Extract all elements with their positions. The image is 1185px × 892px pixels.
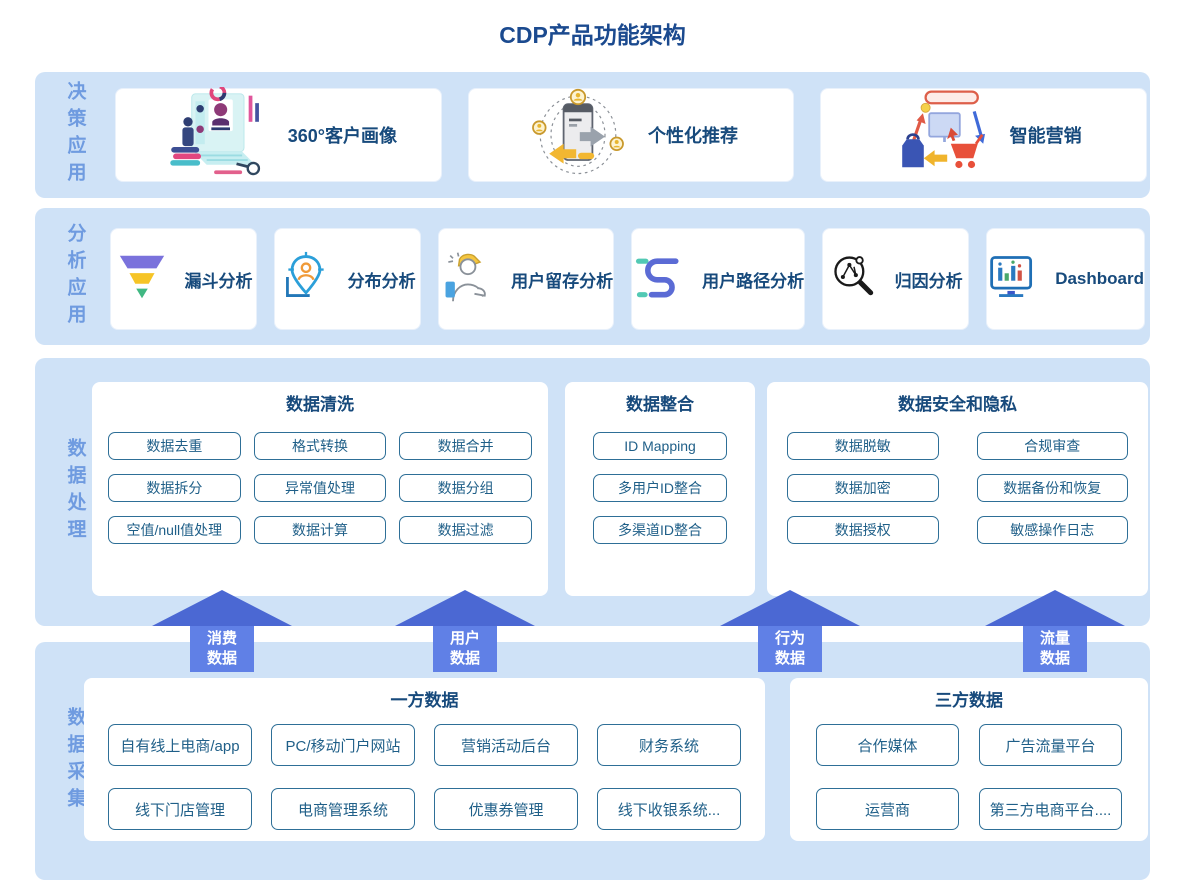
card-dashboard: Dashboard <box>986 228 1145 330</box>
group-nodes: 数据去重 格式转换 数据合并 数据拆分 异常值处理 数据分组 空值/null值处… <box>92 432 548 544</box>
group-data-integration: 数据整合 ID Mapping 多用户ID整合 多渠道ID整合 <box>565 382 755 596</box>
diagram-node: 财务系统 <box>597 724 741 766</box>
band-processing-label: 数据处理 <box>64 438 86 546</box>
card-label: 用户路径分析 <box>702 271 805 291</box>
diagram-node: 数据过滤 <box>399 516 532 544</box>
diagram-node: 线下收银系统... <box>597 788 741 830</box>
card-label: 360°客户画像 <box>287 126 397 146</box>
up-arrow-icon <box>985 590 1125 626</box>
up-arrow-icon <box>152 590 292 626</box>
up-arrow-icon <box>720 590 860 626</box>
diagram-node: 异常值处理 <box>253 474 387 502</box>
diagram-node: 多渠道ID整合 <box>593 516 727 544</box>
page-title: CDP产品功能架构 <box>499 22 686 48</box>
group-data-cleaning: 数据清洗 数据去重 格式转换 数据合并 数据拆分 异常值处理 数据分组 空值/n… <box>92 382 548 596</box>
band-decision-application: 决策应用 <box>35 72 1150 198</box>
card-customer-portrait: 360°客户画像 <box>115 83 442 184</box>
group-first-party-data: 一方数据 自有线上电商/app PC/移动门户网站 营销活动后台 财务系统 线下… <box>84 678 765 841</box>
card-label: 分布分析 <box>347 271 416 291</box>
card-attribution-analysis: 归因分析 <box>822 228 970 330</box>
diagram-node: 数据计算 <box>253 516 387 544</box>
diagram-node: 优惠券管理 <box>434 788 578 830</box>
diagram-node: 线下门店管理 <box>108 788 252 830</box>
diagram-node: 营销活动后台 <box>434 724 578 766</box>
diagram-node: 第三方电商平台.... <box>979 788 1122 830</box>
group-nodes: ID Mapping 多用户ID整合 多渠道ID整合 <box>565 432 755 544</box>
diagram-node: 数据拆分 <box>108 474 241 502</box>
arrow-user-data: 用户 数据 <box>395 590 535 672</box>
band-collection-label: 数据采集 <box>64 707 86 815</box>
band-analysis-application: 分析应用 漏斗分析 <box>35 208 1150 345</box>
arrow-traffic-data: 流量 数据 <box>985 590 1125 672</box>
diagram-node: 多用户ID整合 <box>593 474 727 502</box>
card-label: 漏斗分析 <box>184 271 253 291</box>
pin-icon <box>280 251 332 308</box>
diagram-node: 数据合并 <box>399 432 532 460</box>
diagram-node: 合规审查 <box>976 432 1128 460</box>
card-funnel-analysis: 漏斗分析 <box>110 228 258 330</box>
card-label: Dashboard <box>1055 269 1144 288</box>
diagram-node: 数据分组 <box>399 474 532 502</box>
arrow-label-line: 用户 <box>449 629 480 647</box>
decision-cards: 360°客户画像 <box>115 83 1148 184</box>
group-title: 三方数据 <box>935 691 1003 710</box>
marketing-illustration <box>886 87 994 184</box>
diagram-node: 数据去重 <box>108 432 241 460</box>
arrow-label-line: 数据 <box>1039 650 1070 667</box>
diagram-node: 运营商 <box>816 788 959 830</box>
group-title: 一方数据 <box>390 691 459 710</box>
band-analysis-label: 分析应用 <box>64 222 86 331</box>
diagram-node: PC/移动门户网站 <box>271 724 415 766</box>
band-data-collection: 数据采集 一方数据 自有线上电商/app PC/移动门户网站 营销活动后台 财务… <box>35 642 1150 880</box>
card-label: 个性化推荐 <box>648 126 738 146</box>
card-label: 用户留存分析 <box>511 271 614 291</box>
arrow-label-line: 行为 <box>774 629 805 647</box>
band-decision-label: 决策应用 <box>64 81 86 189</box>
arrow-consumption-data: 消费 数据 <box>152 590 292 672</box>
card-user-path-analysis: 用户路径分析 <box>631 228 806 330</box>
group-data-security-privacy: 数据安全和隐私 数据脱敏 合规审查 数据加密 数据备份和恢复 数据授权 敏感操作… <box>767 382 1148 596</box>
attribution-icon <box>829 252 879 307</box>
diagram-node: 敏感操作日志 <box>976 516 1128 544</box>
group-title: 数据整合 <box>626 395 694 414</box>
band-data-processing: 数据处理 数据清洗 数据去重 格式转换 数据合并 数据拆分 异常值处理 数据分组… <box>35 358 1150 626</box>
group-nodes: 数据脱敏 合规审查 数据加密 数据备份和恢复 数据授权 敏感操作日志 <box>767 432 1148 544</box>
diagram-node: 空值/null值处理 <box>108 516 241 544</box>
arrow-label-line: 数据 <box>774 650 805 667</box>
diagram-node: 自有线上电商/app <box>108 724 252 766</box>
customer-portrait-illustration <box>160 83 272 184</box>
arrow-behavior-data: 行为 数据 <box>720 590 860 672</box>
diagram-node: 格式转换 <box>253 432 387 460</box>
analysis-cards: 漏斗分析 分布分析 <box>110 228 1145 330</box>
diagram-node: 数据脱敏 <box>787 432 939 460</box>
card-personalized-recommendation: 个性化推荐 <box>467 87 795 184</box>
funnel-icon <box>115 252 169 307</box>
arrow-label-line: 数据 <box>449 650 480 667</box>
path-icon <box>632 252 686 307</box>
card-label: 智能营销 <box>1009 126 1082 146</box>
group-title: 数据清洗 <box>286 395 354 414</box>
group-nodes: 自有线上电商/app PC/移动门户网站 营销活动后台 财务系统 线下门店管理 … <box>84 724 765 830</box>
diagram-node: 数据加密 <box>787 474 939 502</box>
up-arrow-icon <box>395 590 535 626</box>
diagram-node: ID Mapping <box>593 432 727 460</box>
card-user-retention-analysis: 用户留存分析 <box>438 228 615 330</box>
diagram-node: 广告流量平台 <box>979 724 1122 766</box>
card-smart-marketing: 智能营销 <box>820 87 1148 184</box>
arrow-label-line: 流量 <box>1039 629 1070 647</box>
group-nodes: 合作媒体 广告流量平台 运营商 第三方电商平台.... <box>790 724 1148 830</box>
dashboard-icon <box>987 253 1039 306</box>
card-distribution-analysis: 分布分析 <box>274 228 422 330</box>
card-label: 归因分析 <box>894 271 963 291</box>
diagram-node: 数据授权 <box>787 516 939 544</box>
retention-icon <box>439 250 495 309</box>
group-title: 数据安全和隐私 <box>898 395 1017 414</box>
diagram-node: 数据备份和恢复 <box>976 474 1128 502</box>
diagram-node: 合作媒体 <box>816 724 959 766</box>
recommendation-illustration <box>524 87 632 184</box>
group-third-party-data: 三方数据 合作媒体 广告流量平台 运营商 第三方电商平台.... <box>790 678 1148 841</box>
arrow-label-line: 数据 <box>206 650 237 667</box>
diagram-node: 电商管理系统 <box>271 788 415 830</box>
arrow-label-line: 消费 <box>206 629 237 647</box>
